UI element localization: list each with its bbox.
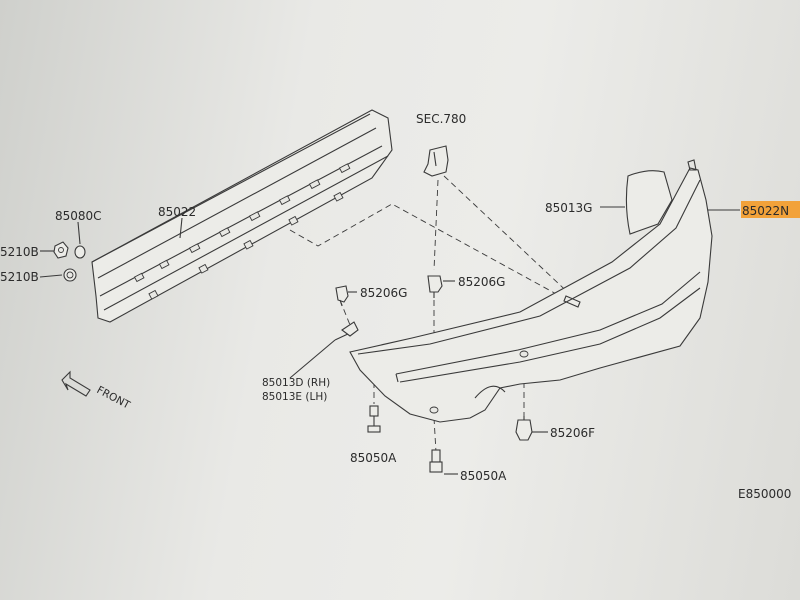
bumper-fascia [349,159,713,423]
label-85022-reinforcement[interactable]: 85022 [158,205,196,219]
fastener-85210b-bottom [63,268,77,282]
front-arrow: FRONT [61,370,133,412]
clip-85206f [515,416,533,441]
label-sec-780[interactable]: SEC.780 [416,112,466,126]
diagram-code: E850000 [738,487,791,501]
front-label: FRONT [95,384,133,412]
label-85206g-left[interactable]: 85206G [360,286,407,300]
label-85013d[interactable]: 85013D (RH) [262,377,330,389]
label-85206f[interactable]: 85206F [550,426,595,440]
part-highlight [741,201,800,218]
clip-85206g-left [335,285,349,307]
label-85206g-mid[interactable]: 85206G [458,275,505,289]
fastener-85210b-top [53,241,69,259]
label-85050a-mid[interactable]: 85050A [460,469,507,483]
screw-85050a-left [367,405,381,433]
bumper-reinforcement [91,109,393,323]
label-85022n[interactable]: 85022N [742,204,789,218]
sec-bracket [423,145,449,177]
bracket-85013d [341,321,359,337]
label-85013e[interactable]: 85013E (LH) [262,391,327,403]
label-85050a-left[interactable]: 85050A [350,451,397,465]
label-85080c[interactable]: 85080C [55,209,102,223]
clip-85206g-mid [427,275,443,298]
reinforcement-holes [133,163,351,300]
label-85210b-bottom[interactable]: 5210B [0,270,39,284]
side-pad [625,170,673,235]
label-85013g[interactable]: 85013G [545,201,592,215]
screw-85050a-mid [429,449,443,473]
label-85210b-top[interactable]: 5210B [0,245,39,259]
fastener-85080c [74,245,86,259]
